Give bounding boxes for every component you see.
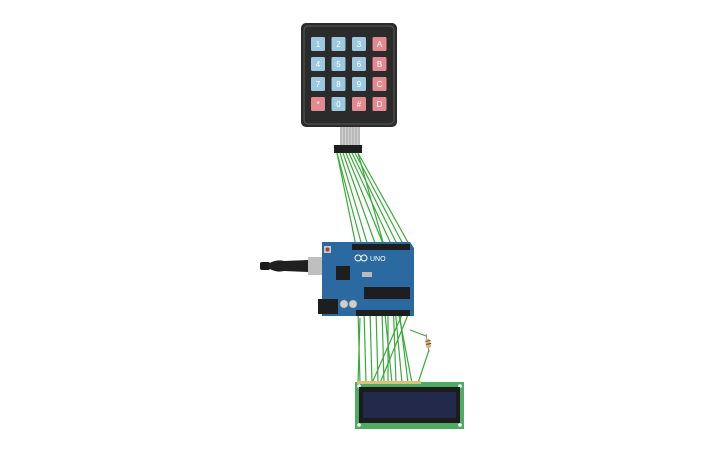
keypad-border — [303, 25, 395, 125]
keypad-key[interactable] — [352, 77, 366, 91]
keypad-key-label: # — [357, 100, 362, 109]
keypad-key-label: C — [377, 80, 383, 89]
mount-hole — [458, 423, 462, 427]
keypad-key[interactable] — [352, 97, 366, 111]
lcd-screen — [363, 392, 456, 418]
keypad-key[interactable] — [331, 77, 346, 91]
capacitor — [348, 299, 358, 309]
keypad-key-label: 8 — [336, 80, 341, 89]
keypad[interactable]: 1 2 3 A 4 5 6 B 7 8 9 C * 0 # D — [301, 23, 397, 153]
board-logo-text: UNO — [370, 256, 386, 263]
wire[interactable] — [351, 152, 399, 247]
keypad-key[interactable] — [311, 37, 325, 51]
keypad-key[interactable] — [372, 97, 387, 111]
keypad-key[interactable] — [311, 57, 325, 71]
lcd-pin-header[interactable] — [357, 381, 421, 384]
capacitor — [339, 299, 349, 309]
keypad-key-label: A — [377, 40, 383, 49]
keypad-key-label: 7 — [316, 80, 321, 89]
crystal — [362, 272, 372, 277]
mount-hole — [458, 384, 462, 388]
wire[interactable] — [345, 152, 385, 247]
keypad-key[interactable] — [331, 37, 346, 51]
mount-hole — [357, 423, 361, 427]
mount-hole — [357, 384, 361, 388]
usb-plug-tip — [260, 262, 270, 270]
wire[interactable] — [357, 152, 411, 247]
keypad-key[interactable] — [352, 57, 366, 71]
wire[interactable] — [336, 152, 357, 247]
arduino-board[interactable]: UNO — [318, 242, 414, 316]
keypad-key[interactable] — [311, 97, 325, 111]
keypad-key-label: 2 — [336, 40, 341, 49]
keypad-connector[interactable] — [334, 145, 362, 153]
arduino-header-bottom[interactable] — [356, 310, 410, 316]
wire[interactable] — [339, 152, 369, 247]
wire[interactable] — [379, 309, 411, 384]
keypad-key-label: 6 — [357, 60, 362, 69]
wire[interactable] — [342, 152, 377, 247]
keypad-key-label: 9 — [357, 80, 362, 89]
keypad-key[interactable] — [372, 57, 387, 71]
wire[interactable] — [369, 309, 373, 384]
keypad-key[interactable] — [331, 57, 346, 71]
keypad-key-label: 0 — [336, 100, 341, 109]
wire[interactable] — [417, 349, 430, 384]
reset-button-cap — [325, 247, 330, 252]
keypad-key-label: D — [377, 100, 383, 109]
wire[interactable] — [336, 152, 363, 247]
usb-cable-body — [268, 260, 308, 272]
resistor[interactable] — [425, 333, 432, 353]
keypad-key-label: B — [377, 60, 382, 69]
keypad-key-label: 1 — [316, 40, 321, 49]
arduino-header-top[interactable] — [352, 244, 410, 250]
microcontroller-chip — [364, 287, 410, 299]
power-jack[interactable] — [318, 299, 338, 314]
keypad-key[interactable] — [372, 77, 387, 91]
keypad-key[interactable] — [331, 97, 346, 111]
infinity-logo-icon — [354, 254, 368, 262]
wire[interactable] — [409, 329, 427, 337]
keypad-keys: 1 2 3 A 4 5 6 B 7 8 9 C * 0 # D — [311, 37, 387, 111]
keypad-key-label: 3 — [357, 40, 362, 49]
wire[interactable] — [354, 152, 405, 247]
lcd-display[interactable] — [355, 381, 464, 429]
keypad-key[interactable] — [311, 77, 325, 91]
keypad-key-label: * — [316, 100, 319, 109]
keypad-key-label: 4 — [316, 60, 321, 69]
keypad-key[interactable] — [372, 37, 387, 51]
wire[interactable] — [357, 317, 361, 384]
keypad-key-label: 5 — [336, 60, 341, 69]
keypad-ribbon-lines — [340, 127, 360, 145]
wire[interactable] — [381, 309, 385, 384]
usb-chip — [336, 266, 350, 280]
usb-cable[interactable] — [260, 257, 332, 275]
keypad-key[interactable] — [352, 37, 366, 51]
wire[interactable] — [397, 309, 413, 384]
wire[interactable] — [363, 309, 367, 384]
